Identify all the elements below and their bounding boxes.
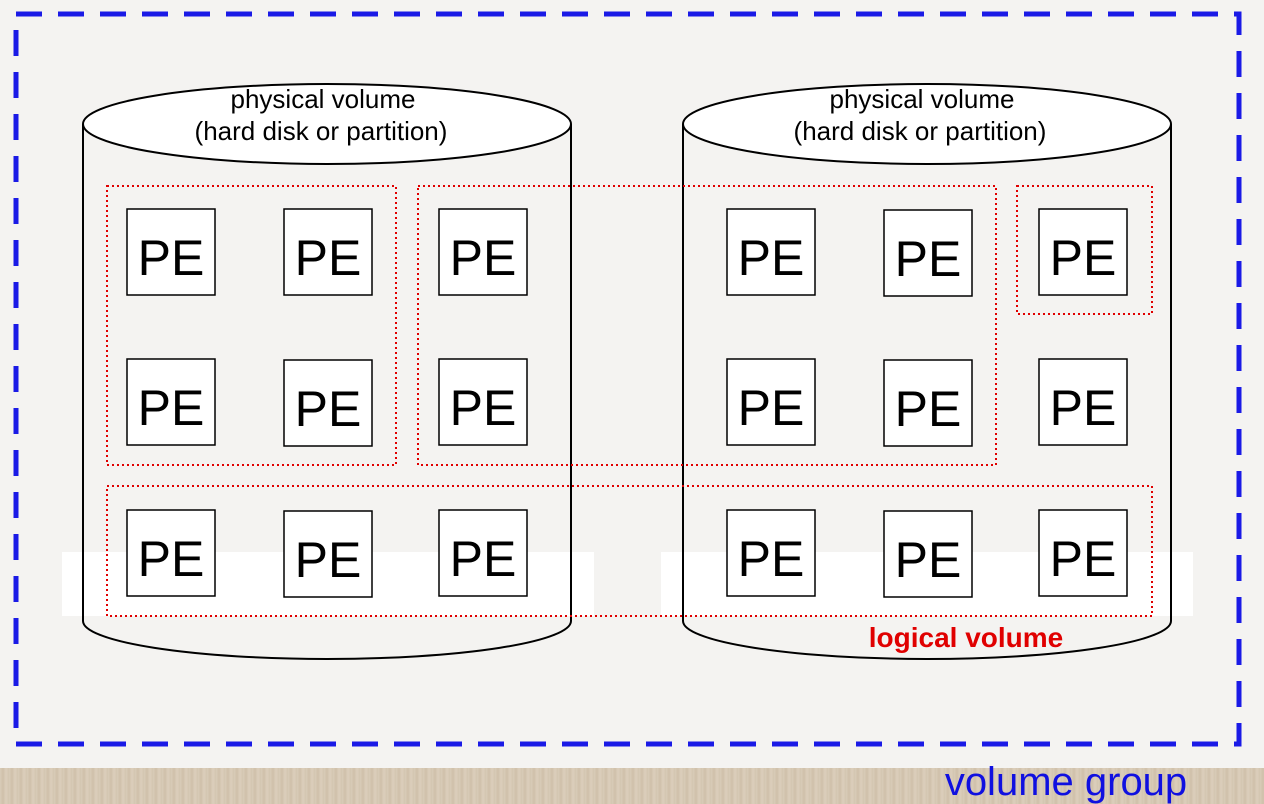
logical-volume-border-1 (106, 185, 397, 466)
pe-label: PE (450, 380, 517, 436)
pv2-label-line1: physical volume (830, 84, 1015, 114)
pe-label: PE (1050, 380, 1117, 436)
pe-block: PE (126, 358, 216, 446)
pe-label: PE (738, 380, 805, 436)
pe-block: PE (883, 510, 973, 598)
pe-block: PE (438, 358, 528, 446)
pe-label: PE (895, 381, 962, 437)
pe-block: PE (283, 359, 373, 447)
pe-label: PE (738, 230, 805, 286)
pe-label: PE (138, 230, 205, 286)
logical-volume-border-2 (417, 185, 997, 466)
physical-volume-cylinder-1 (82, 83, 572, 660)
pe-block: PE (126, 509, 216, 597)
pe-label: PE (1050, 531, 1117, 587)
pe-block: PE (726, 509, 816, 597)
volume-group-border (13, 11, 1242, 747)
pe-block: PE (1038, 208, 1128, 296)
pe-label: PE (138, 531, 205, 587)
pe-label: PE (895, 532, 962, 588)
pe-block: PE (1038, 509, 1128, 597)
pe-block: PE (883, 209, 973, 297)
logical-volume-label: logical volume (869, 622, 1064, 653)
pv1-label-line1: physical volume (231, 84, 416, 114)
pe-block: PE (283, 510, 373, 598)
pe-label: PE (450, 531, 517, 587)
physical-volume-cylinder-2 (682, 83, 1172, 660)
pe-block: PE (438, 509, 528, 597)
pe-block: PE (883, 359, 973, 447)
volume-group-label: volume group (945, 760, 1187, 804)
pe-block: PE (283, 208, 373, 296)
pe-label: PE (450, 230, 517, 286)
pe-label: PE (138, 380, 205, 436)
pe-label: PE (295, 381, 362, 437)
pe-label: PE (295, 532, 362, 588)
pe-label: PE (738, 531, 805, 587)
pe-block: PE (438, 208, 528, 296)
pe-label: PE (895, 231, 962, 287)
logical-volume-border-4 (106, 485, 1153, 617)
pe-block: PE (1038, 358, 1128, 446)
logical-volume-border-3 (1016, 185, 1153, 315)
pe-block: PE (726, 358, 816, 446)
pe-block: PE (126, 208, 216, 296)
pv2-label-line2: (hard disk or partition) (794, 116, 1047, 146)
pe-block: PE (726, 208, 816, 296)
pv1-label-line2: (hard disk or partition) (195, 116, 448, 146)
floor-strip (0, 768, 1264, 804)
pe-label: PE (295, 230, 362, 286)
pe-label: PE (1050, 230, 1117, 286)
